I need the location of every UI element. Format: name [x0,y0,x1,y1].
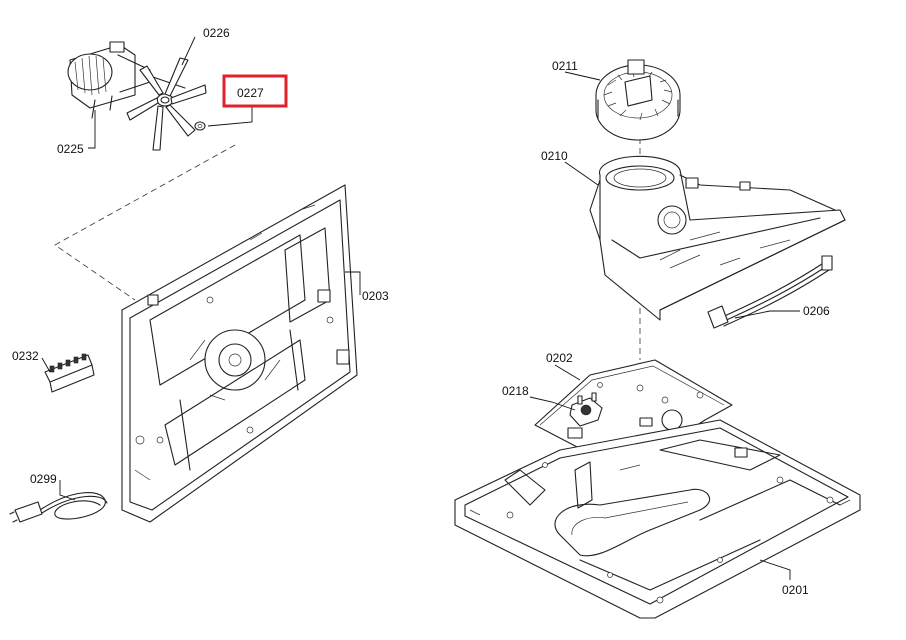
blower-fan-0211[interactable] [595,59,681,141]
highlight-box-0227 [222,74,288,108]
label-0299[interactable]: 0299 [30,472,57,486]
label-0232[interactable]: 0232 [12,349,39,363]
fan-motor-0225[interactable] [67,41,186,119]
label-0226[interactable]: 0226 [203,26,230,40]
label-0202[interactable]: 0202 [546,351,573,365]
plate-0202[interactable] [534,359,733,473]
cooling-duct-0210[interactable] [589,155,846,321]
wiring-harness-0206[interactable] [707,255,833,329]
fan-impeller-0226[interactable] [126,57,207,151]
label-0218[interactable]: 0218 [502,384,529,398]
base-frame-0201[interactable] [454,419,861,619]
fan-nut-0227[interactable] [194,121,206,131]
label-0211[interactable]: 0211 [552,59,578,73]
rear-panel-0203[interactable] [121,184,358,523]
label-0210[interactable]: 0210 [541,149,568,163]
label-0203[interactable]: 0203 [362,289,389,303]
thermostat-0218[interactable] [569,392,603,427]
label-0206[interactable]: 0206 [803,304,830,318]
leader-lines [41,36,800,580]
power-cord-0299[interactable] [9,492,108,523]
part-labels: 0225 0226 0227 0203 0232 0299 0211 0210 … [12,26,830,597]
terminal-block-0232[interactable] [44,353,95,393]
label-0225[interactable]: 0225 [57,142,84,156]
label-0201[interactable]: 0201 [782,583,809,597]
label-0227[interactable]: 0227 [237,86,264,100]
